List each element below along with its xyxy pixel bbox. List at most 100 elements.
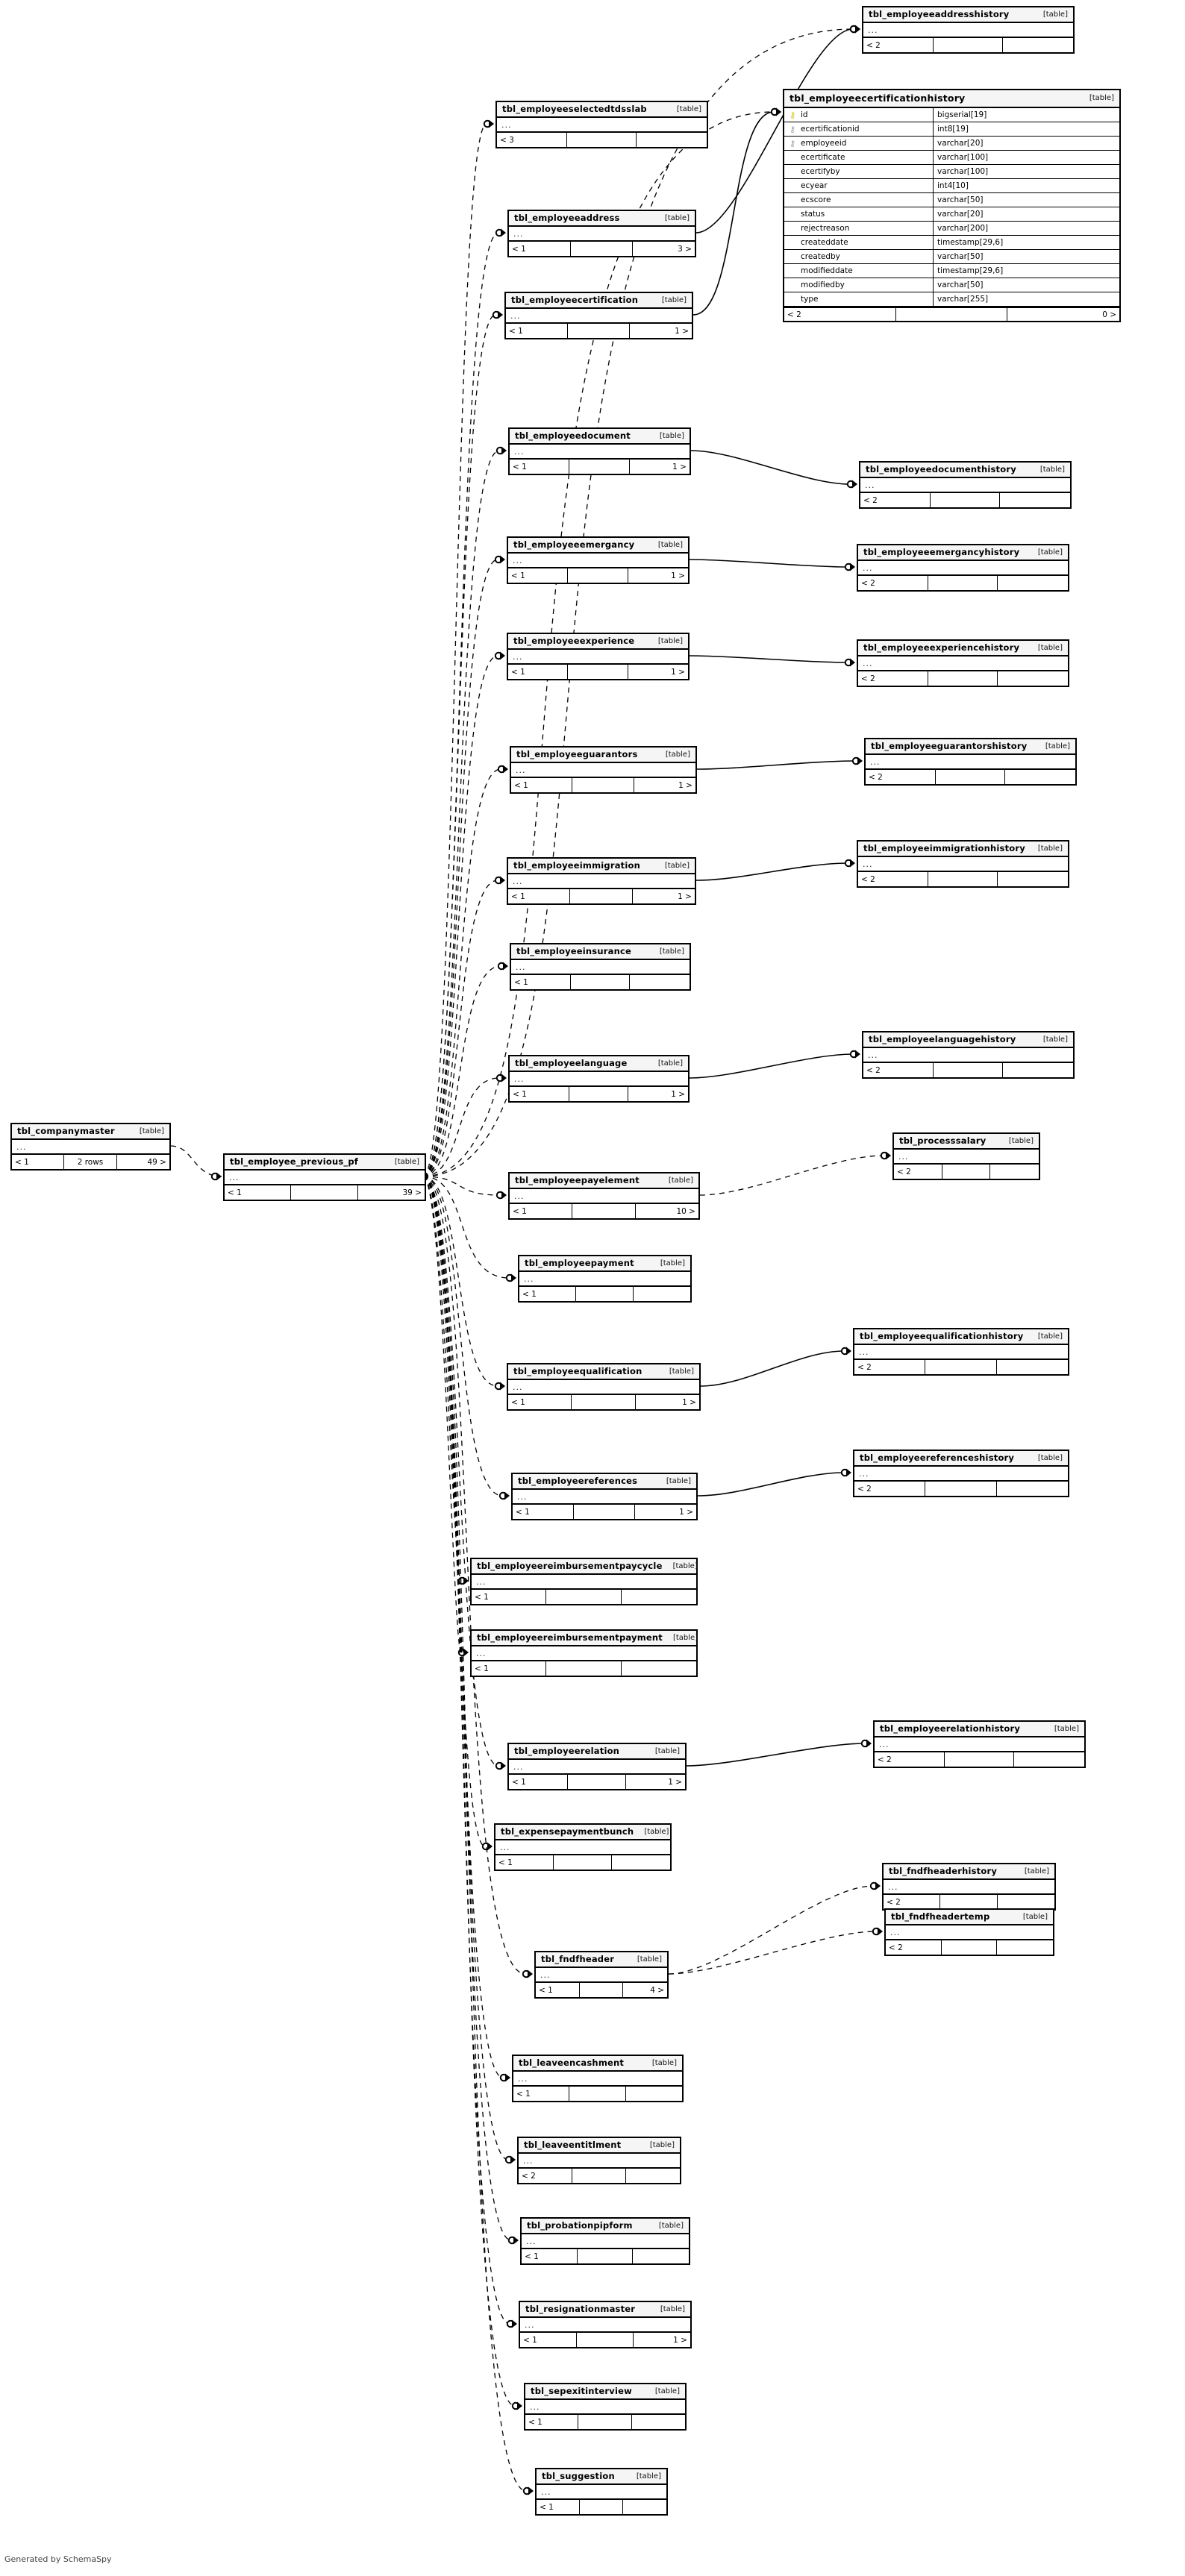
footer-cell: < 1 — [510, 1087, 569, 1101]
table-collapsed-columns: ... — [508, 650, 688, 665]
footer-cell — [568, 324, 630, 338]
footer-cell: < 1 — [508, 568, 569, 583]
table-collapsed-columns: ... — [508, 1380, 699, 1395]
column-name-cell: ecertificate — [784, 151, 934, 164]
table-box-employeereimbursementpaycycle[interactable]: tbl_employeereimbursementpaycycle[table]… — [470, 1558, 698, 1605]
column-name: modifieddate — [801, 266, 853, 275]
table-box-employeeexperiencehistory[interactable]: tbl_employeeexperiencehistory[table]...<… — [857, 639, 1069, 687]
table-header: tbl_companymaster[table] — [12, 1124, 169, 1140]
table-box-employeereimbursementpayment[interactable]: tbl_employeereimbursementpayment[table].… — [470, 1629, 698, 1677]
footer-cell — [997, 1482, 1068, 1496]
table-footer: < 2 — [858, 872, 1068, 886]
table-box-employeequalificationhistory[interactable]: tbl_employeequalificationhistory[table].… — [853, 1328, 1069, 1376]
column-name-cell: ⚷ecertificationid — [784, 122, 934, 136]
table-box-employeeaddresshistory[interactable]: tbl_employeeaddresshistory[table]...< 2 — [862, 6, 1075, 54]
footer-cell — [1014, 1752, 1084, 1767]
table-box-employeereferenceshistory[interactable]: tbl_employeereferenceshistory[table]...<… — [853, 1450, 1069, 1497]
table-collapsed-columns: ... — [537, 2485, 666, 2500]
footer-cell: 1 > — [678, 891, 692, 901]
table-kind-label: [table] — [657, 1059, 683, 1068]
table-kind-label: [table] — [665, 750, 690, 759]
table-footer: < 1 — [513, 2087, 682, 2101]
column-type: varchar[50] — [937, 195, 984, 204]
footer-cell: 39 > — [402, 1188, 422, 1197]
table-name: tbl_suggestion — [542, 2471, 615, 2481]
footer-cell: < 1 — [525, 2415, 579, 2429]
column-name-cell: ecscore — [784, 193, 934, 207]
footer-cell: < 2 — [894, 1165, 942, 1179]
table-collapsed-columns: ... — [508, 874, 695, 889]
table-name: tbl_employeeexperience — [513, 636, 635, 646]
footer-cell: 49 > — [147, 1157, 166, 1167]
table-kind-label: [table] — [672, 1561, 698, 1570]
table-box-employeeinsurance[interactable]: tbl_employeeinsurance[table]...< 1 — [510, 943, 691, 991]
table-box-employeeemergancyhistory[interactable]: tbl_employeeemergancyhistory[table]...< … — [857, 544, 1069, 592]
footer-cell — [634, 1287, 690, 1301]
table-footer: < 2 — [866, 770, 1075, 784]
table-header: tbl_employeedocumenthistory[table] — [860, 463, 1070, 478]
table-box-employeelanguagehistory[interactable]: tbl_employeelanguagehistory[table]...< 2 — [862, 1031, 1075, 1079]
table-footer: < 2 — [863, 38, 1073, 52]
ellipsis-label: ... — [541, 2486, 551, 2497]
table-box-employeeguarantorshistory[interactable]: tbl_employeeguarantorshistory[table]...<… — [864, 738, 1077, 786]
ellipsis-label: ... — [501, 119, 512, 130]
footer-cell — [630, 975, 690, 989]
table-header: tbl_employee_previous_pf[table] — [225, 1155, 425, 1171]
table-kind-label: [table] — [1054, 1724, 1079, 1733]
table-box-suggestion[interactable]: tbl_suggestion[table]...< 1 — [535, 2468, 668, 2516]
table-box-employeerelationhistory[interactable]: tbl_employeerelationhistory[table]...< 2 — [873, 1720, 1086, 1768]
table-box-leaveencashment[interactable]: tbl_leaveencashment[table]...< 1 — [512, 2055, 684, 2102]
table-box-employeedocumenthistory[interactable]: tbl_employeedocumenthistory[table]...< 2 — [859, 461, 1072, 509]
table-box-leaveentitlment[interactable]: tbl_leaveentitlment[table]...< 2 — [517, 2137, 681, 2184]
footer-cell — [572, 778, 634, 792]
table-collapsed-columns: ... — [495, 1840, 670, 1855]
table-box-employeeimmigrationhistory[interactable]: tbl_employeeimmigrationhistory[table]...… — [857, 840, 1069, 888]
table-header: tbl_probationpipform[table] — [522, 2219, 689, 2234]
table-collapsed-columns: ... — [497, 118, 707, 133]
ellipsis-label: ... — [890, 1927, 901, 1937]
table-kind-label: [table] — [664, 213, 690, 222]
table-collapsed-columns: ... — [884, 1880, 1054, 1895]
table-collapsed-columns: ... — [854, 1467, 1068, 1482]
table-collapsed-columns: ... — [894, 1150, 1039, 1165]
table-box-fndfheadertemp[interactable]: tbl_fndfheadertemp[table]...< 2 — [884, 1908, 1054, 1956]
footer-cell: < 2 — [863, 38, 934, 52]
ellipsis-label: ... — [868, 25, 878, 35]
table-collapsed-columns: ... — [510, 1189, 698, 1204]
table-box-sepexitinterview[interactable]: tbl_sepexitinterview[table]...< 1 — [524, 2383, 687, 2431]
footer-cell: < 1 — [511, 778, 573, 792]
table-kind-label: [table] — [1039, 465, 1065, 474]
table-box-employeepayment[interactable]: tbl_employeepayment[table]...< 1 — [518, 1255, 692, 1303]
table-kind-label: [table] — [1008, 1136, 1034, 1145]
table-collapsed-columns: ... — [854, 1345, 1068, 1360]
table-box-probationpipform[interactable]: tbl_probationpipform[table]...< 1 — [520, 2217, 690, 2265]
ellipsis-label: ... — [868, 1050, 878, 1060]
table-box-employeeselectedtdsslab[interactable]: tbl_employeeselectedtdsslab[table]...< 3 — [495, 101, 708, 148]
ellipsis-label: ... — [513, 1382, 523, 1392]
table-box-employeecertificationhistory[interactable]: tbl_employeecertificationhistory[table]⚷… — [783, 89, 1121, 322]
table-box-expensepaymentbunch[interactable]: tbl_expensepaymentbunch[table]...< 1 — [494, 1823, 672, 1871]
table-box-processsalary[interactable]: tbl_processsalary[table]...< 2 — [892, 1132, 1040, 1180]
table-box-fndfheaderhistory[interactable]: tbl_fndfheaderhistory[table]...< 2 — [882, 1863, 1056, 1911]
table-collapsed-columns: ... — [860, 478, 1070, 493]
table-kind-label: [table] — [657, 636, 683, 645]
table-header: tbl_employeepayelement[table] — [510, 1173, 698, 1189]
